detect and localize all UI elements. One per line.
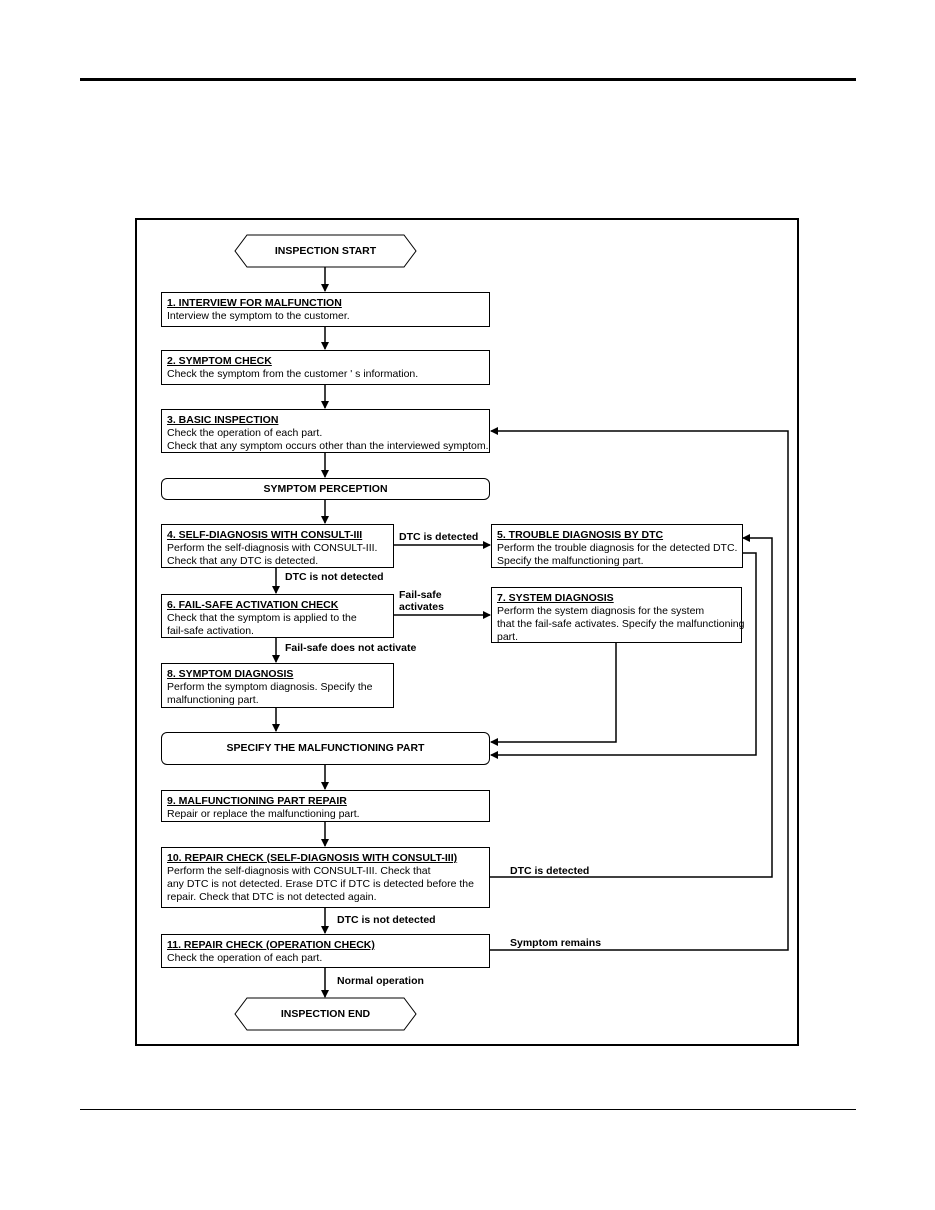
header-rule (80, 78, 856, 81)
arrow-5-to-specify (490, 552, 757, 759)
step-10-line: Perform the self-diagnosis with CONSULT-… (167, 865, 431, 877)
label-dtc-detected-10: DTC is detected (510, 865, 590, 877)
step-3-title: 3. BASIC INSPECTION (167, 414, 279, 426)
inspection-start: INSPECTION START (274, 245, 377, 257)
step-10-line: any DTC is not detected. Erase DTC if DT… (167, 878, 474, 890)
step-6-line: fail-safe activation. (167, 625, 254, 637)
step-9-box: 9. MALFUNCTIONING PART REPAIR Repair or … (161, 790, 490, 822)
step-8-line: malfunctioning part. (167, 694, 259, 706)
label-dtc-not-detected-4: DTC is not detected (285, 571, 384, 583)
end-terminal-shape (234, 997, 417, 1031)
step-8-title: 8. SYMPTOM DIAGNOSIS (167, 668, 294, 680)
step-10-box: 10. REPAIR CHECK (SELF-DIAGNOSIS WITH CO… (161, 847, 490, 908)
step-1-title: 1. INTERVIEW FOR MALFUNCTION (167, 297, 342, 309)
step-3-box: 3. BASIC INSPECTION Check the operation … (161, 409, 490, 453)
step-1-line: Interview the symptom to the customer. (167, 310, 350, 322)
step-7-line: Perform the system diagnosis for the sys… (497, 605, 705, 617)
label-dtc-detected-4: DTC is detected (399, 531, 479, 543)
label-failsafe-not-activate: Fail-safe does not activate (285, 642, 417, 654)
step-8-box: 8. SYMPTOM DIAGNOSIS Perform the symptom… (161, 663, 394, 708)
start-terminal-shape (234, 234, 417, 268)
step-7-line: that the fail-safe activates. Specify th… (497, 618, 745, 630)
step-7-line: part. (497, 631, 519, 643)
step-5-title: 5. TROUBLE DIAGNOSIS BY DTC (497, 529, 664, 541)
step-2-box: 2. SYMPTOM CHECK Check the symptom from … (161, 350, 490, 385)
step-9-line: Repair or replace the malfunctioning par… (167, 808, 360, 820)
specify-malfunctioning-part: SPECIFY THE MALFUNCTIONING PART (161, 732, 490, 765)
symptom-perception: SYMPTOM PERCEPTION (161, 478, 490, 500)
step-2-line: Check the symptom from the customer ' s … (167, 368, 419, 380)
inspection-end: INSPECTION END (280, 1008, 371, 1020)
label-normal-operation: Normal operation (337, 975, 424, 987)
footer-rule (80, 1109, 856, 1110)
step-4-line: Check that any DTC is detected. (167, 555, 319, 567)
step-11-title: 11. REPAIR CHECK (OPERATION CHECK) (167, 939, 375, 951)
label-dtc-not-detected-10: DTC is not detected (337, 914, 436, 926)
step-7-box: 7. SYSTEM DIAGNOSIS Perform the system d… (491, 587, 745, 643)
arrow-7-to-specify (490, 642, 617, 746)
arrow-11-to-3 (490, 427, 789, 951)
label-failsafe-activates-2: activates (399, 601, 444, 613)
diagram-frame (135, 218, 799, 1046)
step-3-line: Check that any symptom occurs other than… (167, 440, 489, 452)
arrow-10-to-5 (490, 534, 773, 878)
step-10-line: repair. Check that DTC is not detected a… (167, 891, 377, 903)
step-7-title: 7. SYSTEM DIAGNOSIS (497, 592, 614, 604)
step-9-title: 9. MALFUNCTIONING PART REPAIR (167, 795, 347, 807)
step-5-box: 5. TROUBLE DIAGNOSIS BY DTC Perform the … (491, 524, 743, 568)
step-10-title: 10. REPAIR CHECK (SELF-DIAGNOSIS WITH CO… (167, 852, 458, 864)
step-4-title: 4. SELF-DIAGNOSIS WITH CONSULT-III (167, 529, 363, 541)
step-5-line: Specify the malfunctioning part. (497, 555, 644, 567)
step-1-box: 1. INTERVIEW FOR MALFUNCTION Interview t… (161, 292, 490, 327)
step-11-line: Check the operation of each part. (167, 952, 323, 964)
label-failsafe-activates-1: Fail-safe (399, 589, 442, 601)
step-2-title: 2. SYMPTOM CHECK (167, 355, 272, 367)
step-5-line: Perform the trouble diagnosis for the de… (497, 542, 738, 554)
step-6-box: 6. FAIL-SAFE ACTIVATION CHECK Check that… (161, 594, 394, 638)
step-3-line: Check the operation of each part. (167, 427, 323, 439)
step-6-line: Check that the symptom is applied to the (167, 612, 357, 624)
step-8-line: Perform the symptom diagnosis. Specify t… (167, 681, 373, 693)
label-symptom-remains: Symptom remains (510, 937, 602, 949)
step-4-box: 4. SELF-DIAGNOSIS WITH CONSULT-III Perfo… (161, 524, 394, 568)
step-6-title: 6. FAIL-SAFE ACTIVATION CHECK (167, 599, 339, 611)
step-4-line: Perform the self-diagnosis with CONSULT-… (167, 542, 378, 554)
step-11-box: 11. REPAIR CHECK (OPERATION CHECK) Check… (161, 934, 490, 968)
